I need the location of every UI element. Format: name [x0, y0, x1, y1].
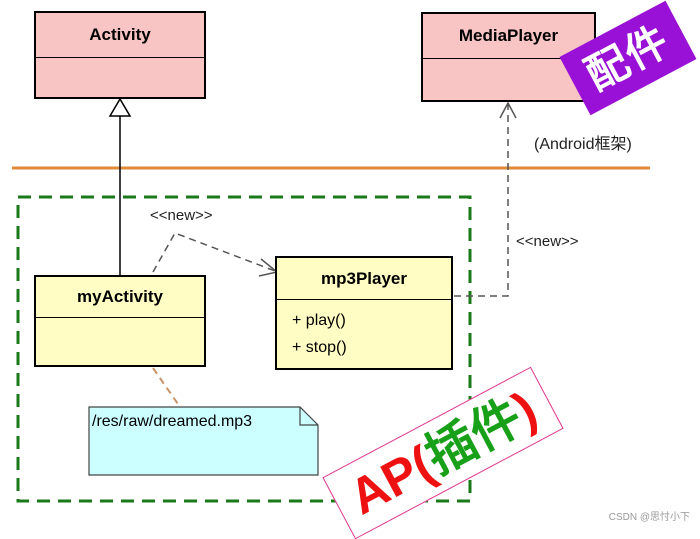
method-play: + play() [292, 312, 346, 329]
new-dependency-left [152, 232, 276, 273]
class-media-player-name: MediaPlayer [423, 14, 594, 59]
class-my-activity[interactable]: myActivity [34, 275, 206, 367]
method-stop: + stop() [292, 339, 347, 356]
new-dependency-right-arrowhead [499, 101, 517, 119]
new-stereotype-right: <<new>> [516, 233, 579, 250]
class-activity[interactable]: Activity [34, 11, 206, 99]
class-mp3-player-name: mp3Player [277, 258, 451, 300]
class-mp3-player[interactable]: mp3Player + play() + stop() [275, 256, 453, 370]
csdn-watermark: CSDN @思忖小下 [608, 512, 690, 523]
new-dependency-right [454, 105, 509, 297]
new-stereotype-left: <<new>> [150, 207, 213, 224]
class-my-activity-name: myActivity [36, 277, 204, 318]
android-framework-label: (Android框架) [534, 136, 632, 153]
inheritance-arrowhead [108, 97, 132, 117]
note-connector [152, 367, 181, 408]
note-resource-path: /res/raw/dreamed.mp3 [92, 413, 253, 430]
note-shape [88, 406, 319, 476]
note-fold [299, 407, 318, 426]
class-activity-name: Activity [36, 13, 204, 58]
